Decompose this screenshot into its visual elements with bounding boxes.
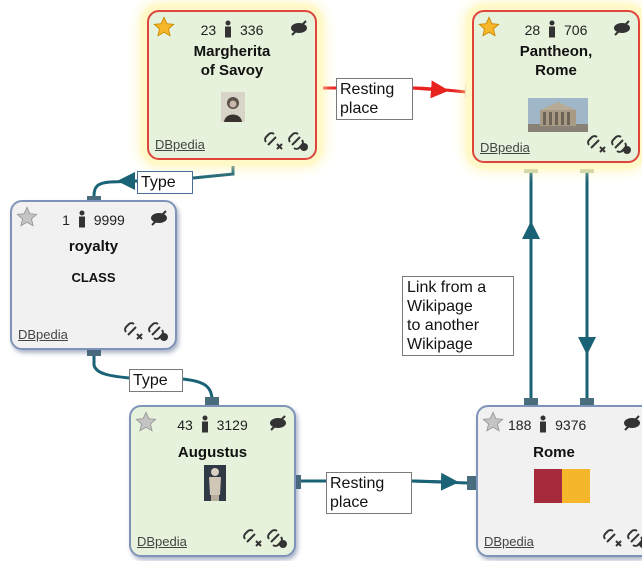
edge-label-wikilink[interactable]: Link from a Wikipage to another Wikipage	[402, 276, 514, 356]
node-augustus[interactable]: 43 3129 Augustus DBpedia	[129, 405, 296, 557]
node-stats: 28 706	[474, 20, 638, 38]
node-pantheon-rome[interactable]: 28 706 Pantheon, Rome DBpedia	[472, 10, 640, 163]
eye-slash-icon[interactable]	[612, 20, 632, 36]
node-title: royalty	[68, 238, 119, 255]
star-icon[interactable]	[478, 16, 500, 38]
node-stats: 1 9999	[12, 210, 175, 228]
node-class-label: CLASS	[71, 270, 116, 285]
link-icon	[148, 322, 168, 341]
star-icon[interactable]	[135, 411, 157, 433]
eye-slash-icon[interactable]	[268, 415, 288, 431]
out-degree-count: 3129	[216, 417, 248, 433]
node-stats: 188 9376	[488, 415, 586, 433]
node-royalty[interactable]: 1 9999 royalty CLASS DBpedia	[10, 200, 177, 350]
link-icon	[611, 135, 631, 154]
dbpedia-link[interactable]: DBpedia	[155, 137, 205, 152]
edge-label-line: to another	[407, 317, 480, 334]
node-title: Margherita of Savoy	[149, 42, 315, 80]
link-icon	[288, 132, 308, 151]
out-degree-count: 9376	[555, 417, 587, 433]
unlink-icon	[603, 529, 622, 547]
node-title-line1: Margherita	[193, 43, 271, 60]
node-title-line2: Rome	[535, 62, 577, 79]
edge-label-line: Resting	[340, 81, 395, 98]
edge-label-line: Type	[141, 174, 176, 191]
dbpedia-link[interactable]: DBpedia	[484, 534, 534, 549]
unlink-icon	[587, 135, 606, 153]
link-icon	[627, 529, 642, 548]
dbpedia-link[interactable]: DBpedia	[480, 140, 530, 155]
node-stats: 23 336	[149, 20, 315, 38]
eye-slash-icon[interactable]	[149, 210, 169, 226]
person-icon	[549, 20, 556, 38]
link-actions[interactable]	[263, 130, 309, 152]
edge-label-line: Wikipage	[407, 336, 473, 353]
edge-label-type-bottom[interactable]: Type	[129, 369, 183, 392]
out-degree-count: 9999	[93, 212, 125, 228]
building-photo	[528, 98, 588, 132]
node-title: Pantheon, Rome	[474, 42, 638, 80]
person-icon	[225, 20, 232, 38]
node-title: Augustus	[177, 444, 248, 461]
link-actions[interactable]	[586, 133, 632, 155]
edge-label-line: Link from a	[407, 279, 487, 296]
star-icon[interactable]	[153, 16, 175, 38]
link-actions[interactable]	[242, 527, 288, 549]
eye-slash-icon[interactable]	[289, 20, 309, 36]
star-icon[interactable]	[16, 206, 38, 228]
link-actions[interactable]	[602, 527, 642, 549]
link-actions[interactable]	[123, 320, 169, 342]
node-margherita-of-savoy[interactable]: 23 336 Margherita of Savoy DBpedia	[147, 10, 317, 160]
unlink-icon	[124, 322, 143, 340]
in-degree-count: 1	[62, 212, 70, 228]
eye-slash-icon[interactable]	[622, 415, 642, 431]
in-degree-count: 28	[524, 22, 541, 38]
node-stats: 43 3129	[131, 415, 294, 433]
person-icon	[78, 210, 85, 228]
out-degree-count: 336	[240, 22, 264, 38]
in-degree-count: 23	[200, 22, 217, 38]
statue-photo	[204, 465, 226, 501]
dbpedia-link[interactable]: DBpedia	[18, 327, 68, 342]
person-icon	[540, 415, 547, 433]
in-degree-count: 43	[177, 417, 193, 433]
dbpedia-link[interactable]: DBpedia	[137, 534, 187, 549]
node-title-line1: Pantheon,	[519, 43, 593, 60]
edge-label-line: Type	[133, 372, 168, 389]
star-icon[interactable]	[482, 411, 504, 433]
edge-label-type-top[interactable]: Type	[137, 171, 193, 194]
link-icon	[267, 529, 287, 548]
edge-label-line: place	[330, 494, 369, 511]
edge-label-resting-place-bottom[interactable]: Resting place	[326, 472, 412, 514]
edge-label-line: Wikipage	[407, 298, 473, 315]
in-degree-count: 188	[508, 417, 532, 433]
edge-label-resting-place-top[interactable]: Resting place	[336, 78, 413, 120]
edge-label-line: Resting	[330, 475, 385, 492]
node-title-line2: of Savoy	[200, 62, 264, 79]
node-rome[interactable]: 188 9376 Rome DBpedia	[476, 405, 642, 557]
unlink-icon	[264, 132, 283, 150]
unlink-icon	[243, 529, 262, 547]
out-degree-count: 706	[564, 22, 588, 38]
person-icon	[201, 415, 208, 433]
portrait-photo	[221, 92, 245, 122]
node-title: Rome	[533, 444, 575, 461]
edge-label-line: place	[340, 100, 379, 117]
flag	[534, 469, 590, 503]
